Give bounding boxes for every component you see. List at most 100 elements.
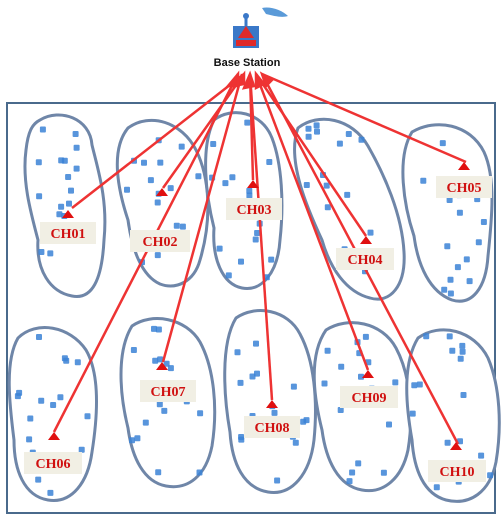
sensor-node bbox=[392, 379, 399, 386]
sensor-node bbox=[409, 410, 416, 417]
sensor-node bbox=[154, 252, 161, 259]
sensor-node bbox=[238, 434, 245, 440]
sensor-node bbox=[358, 373, 364, 380]
cluster-region-5 bbox=[401, 123, 494, 303]
sensor-node bbox=[229, 174, 236, 181]
sensor-node bbox=[441, 286, 448, 293]
link-ch08 bbox=[248, 73, 274, 401]
sensor-node bbox=[313, 122, 320, 129]
sensor-node bbox=[73, 165, 80, 172]
arrowhead bbox=[259, 71, 275, 89]
link-ch05 bbox=[261, 72, 467, 164]
sensor-node bbox=[362, 333, 369, 340]
sensor-node bbox=[216, 245, 223, 252]
cluster-head-ch02: CH02 bbox=[130, 188, 190, 252]
sensor-node bbox=[446, 333, 453, 340]
cluster-head-label: CH10 bbox=[440, 465, 475, 480]
sensor-node bbox=[56, 211, 63, 218]
sensor-node bbox=[290, 383, 297, 390]
sensor-node bbox=[254, 230, 261, 236]
sensor-node bbox=[47, 489, 54, 496]
sensor-node bbox=[74, 359, 81, 366]
sensor-node bbox=[475, 239, 482, 246]
sensor-node bbox=[66, 200, 72, 207]
sensor-node bbox=[36, 334, 42, 340]
sensor-node bbox=[141, 159, 147, 166]
sensor-node bbox=[268, 256, 275, 263]
sensor-node bbox=[65, 174, 72, 180]
sensor-node bbox=[39, 126, 46, 133]
sensor-node bbox=[27, 415, 34, 422]
sensor-node bbox=[386, 421, 392, 428]
link-ch06 bbox=[52, 73, 240, 433]
sensor-node bbox=[38, 397, 45, 404]
base-station: Base Station bbox=[214, 7, 288, 69]
sensor-node bbox=[444, 243, 451, 250]
sensor-node bbox=[274, 477, 281, 484]
base-station-label: Base Station bbox=[214, 57, 281, 69]
sensor-node bbox=[263, 274, 270, 281]
sensor-node bbox=[447, 290, 454, 297]
sensor-node bbox=[152, 357, 159, 364]
sensor-node bbox=[338, 363, 345, 370]
base-station-icon bbox=[233, 7, 288, 48]
sensor-node bbox=[337, 407, 344, 413]
cluster-head-ch09: CH09 bbox=[340, 370, 398, 408]
sensor-node bbox=[344, 191, 351, 198]
sensor-node bbox=[178, 143, 185, 150]
cluster-head-label: CH05 bbox=[447, 181, 482, 196]
sensor-node bbox=[197, 410, 204, 417]
sensor-node bbox=[50, 402, 57, 408]
sensor-node bbox=[266, 159, 273, 165]
sensor-node bbox=[459, 348, 466, 355]
sensor-node bbox=[142, 419, 149, 426]
cluster-head-label: CH02 bbox=[143, 235, 178, 250]
sensor-node bbox=[246, 192, 253, 199]
sensor-node bbox=[444, 439, 451, 446]
sensor-node bbox=[195, 173, 202, 180]
sensor-node bbox=[156, 401, 163, 408]
sensor-node bbox=[35, 476, 42, 483]
sensor-node bbox=[244, 119, 251, 126]
cluster-head-ch05: CH05 bbox=[436, 162, 492, 198]
sensor-node bbox=[439, 140, 446, 147]
cluster-head-ch10: CH10 bbox=[428, 442, 486, 482]
sensor-node bbox=[447, 276, 454, 283]
sensor-node bbox=[459, 342, 466, 349]
sensor-node bbox=[463, 256, 470, 263]
sensor-node bbox=[252, 236, 259, 243]
sensor-node bbox=[423, 333, 430, 340]
sensor-node bbox=[63, 357, 70, 364]
sensor-node bbox=[58, 203, 65, 210]
sensor-node bbox=[314, 128, 320, 135]
sensor-node bbox=[446, 197, 453, 203]
sensor-node bbox=[487, 472, 494, 479]
sensor-node bbox=[254, 370, 260, 377]
cluster-head-label: CH04 bbox=[348, 253, 383, 268]
sensor-node bbox=[134, 435, 141, 442]
sensor-node bbox=[456, 209, 463, 216]
link-ch01 bbox=[71, 73, 245, 209]
cluster-region-7 bbox=[119, 317, 217, 489]
sensor-node bbox=[303, 182, 310, 188]
sensor-node bbox=[324, 347, 331, 354]
cluster-head-ch08: CH08 bbox=[244, 400, 300, 438]
sensor-node bbox=[26, 436, 33, 443]
cluster-head-label: CH09 bbox=[352, 391, 387, 406]
sensor-node bbox=[420, 177, 427, 184]
cluster-head-label: CH01 bbox=[51, 227, 86, 242]
sensor-node bbox=[433, 484, 440, 491]
sensor-node bbox=[349, 469, 356, 476]
cluster-head-label: CH06 bbox=[36, 457, 71, 472]
sensor-node bbox=[323, 182, 330, 189]
arrowhead bbox=[241, 70, 256, 90]
sensor-node bbox=[305, 125, 312, 132]
sensor-node bbox=[73, 144, 80, 151]
sensor-node bbox=[358, 136, 365, 143]
sensor-node bbox=[457, 355, 464, 362]
sensor-node bbox=[238, 258, 244, 265]
sensor-node bbox=[155, 326, 162, 333]
sensor-node bbox=[72, 131, 79, 137]
cluster-heads: CH01 CH02 CH03 CH04 CH05 CH06 bbox=[24, 162, 492, 482]
sensor-node bbox=[129, 437, 135, 444]
